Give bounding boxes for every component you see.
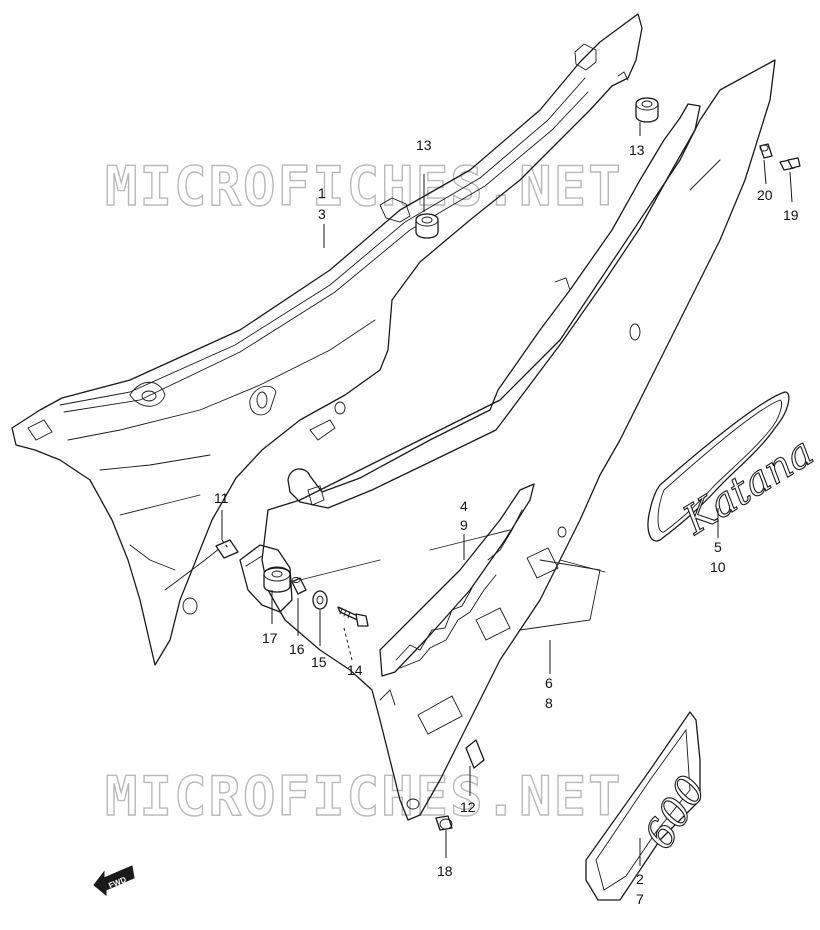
callout-10: 10 bbox=[710, 559, 726, 575]
callout-14: 14 bbox=[347, 662, 363, 678]
callout-19: 19 bbox=[783, 207, 799, 223]
callout-11: 11 bbox=[214, 490, 229, 506]
bolt-20 bbox=[759, 143, 773, 159]
callout-15: 15 bbox=[311, 654, 327, 670]
watermark-top: MICROFICHES.NET bbox=[105, 155, 623, 218]
callout-3: 3 bbox=[318, 206, 326, 222]
emblem-katana-text: Katana bbox=[675, 429, 820, 544]
forward-arrow-icon: FWD bbox=[93, 865, 135, 897]
screw-14 bbox=[337, 606, 369, 627]
callout-13-right: 13 bbox=[629, 142, 645, 158]
callout-2: 2 bbox=[636, 871, 644, 887]
screw-19 bbox=[779, 157, 801, 171]
callout-13-upper: 13 bbox=[416, 137, 432, 153]
callout-6: 6 bbox=[545, 675, 553, 691]
watermark-bottom: MICROFICHES.NET bbox=[105, 765, 623, 828]
callout-leaders bbox=[221, 122, 793, 866]
washer-15 bbox=[312, 590, 328, 610]
stripe-decal-part bbox=[379, 483, 535, 677]
cushion-12 bbox=[465, 739, 485, 769]
callout-18: 18 bbox=[437, 863, 453, 879]
mount-bracket bbox=[239, 544, 293, 613]
callout-9: 9 bbox=[460, 517, 468, 533]
screw-18 bbox=[435, 815, 453, 831]
callout-4: 4 bbox=[460, 498, 468, 514]
collar-16 bbox=[291, 577, 307, 595]
callout-5: 5 bbox=[714, 539, 722, 555]
callout-20: 20 bbox=[757, 187, 773, 203]
grommet-17 bbox=[263, 566, 291, 593]
callout-16: 16 bbox=[289, 641, 305, 657]
callout-12: 12 bbox=[460, 799, 476, 815]
callout-7: 7 bbox=[636, 891, 644, 907]
grommet-13-upper bbox=[415, 213, 439, 239]
emblem-katana-part: Katana bbox=[647, 391, 820, 545]
callout-17: 17 bbox=[262, 630, 278, 646]
callout-1: 1 bbox=[318, 185, 326, 201]
grommet-13-right bbox=[635, 97, 659, 123]
cushion-11 bbox=[215, 539, 239, 559]
side-cover-part bbox=[261, 59, 776, 821]
frame-cover-part bbox=[11, 13, 643, 666]
callout-8: 8 bbox=[545, 695, 553, 711]
